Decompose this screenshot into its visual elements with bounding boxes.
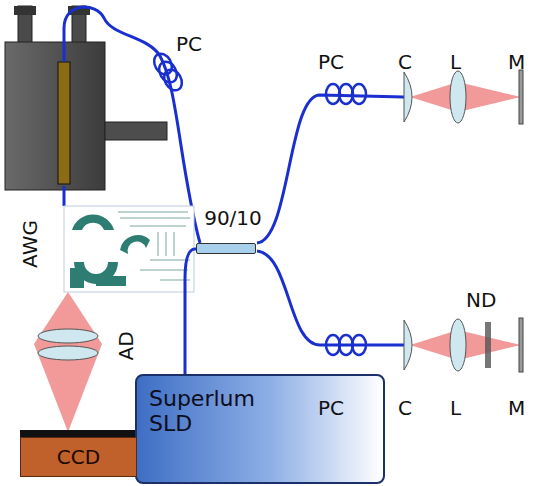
- fiber-connector: [185, 249, 198, 374]
- mount-arm: [105, 122, 167, 140]
- focusing-lens: [450, 71, 466, 123]
- node-text: 90/10: [190, 208, 276, 228]
- knob-cap: [14, 6, 36, 15]
- lens: [38, 346, 98, 360]
- focusing-lens: [450, 319, 466, 371]
- polarization-controller: [151, 50, 186, 93]
- component-label: AD: [116, 331, 136, 360]
- device-label: AWG: [20, 220, 40, 268]
- polarization-controller: [326, 335, 366, 355]
- camera-box: CCD: [20, 437, 137, 477]
- component-label: PC: [318, 398, 344, 418]
- node-text: Superlum SLD: [149, 386, 259, 437]
- camera-window: [20, 430, 137, 437]
- lens: [38, 329, 98, 343]
- node-text: CCD: [57, 445, 100, 469]
- fiber-coupler: 90/10: [190, 208, 276, 258]
- polarization-controller: [326, 84, 366, 104]
- mount-block: [5, 42, 105, 190]
- fiber: [257, 95, 404, 243]
- light-source-box: Superlum SLD: [135, 374, 385, 484]
- component-label: C: [398, 398, 412, 418]
- mirror: [519, 70, 523, 124]
- component-label: PC: [176, 34, 202, 54]
- component-label: C: [398, 52, 412, 72]
- fiber: [63, 186, 66, 206]
- light-beam: [34, 292, 102, 432]
- component-label: L: [450, 398, 461, 418]
- awg-chip: [64, 206, 194, 292]
- mirror: [519, 318, 523, 372]
- component-label: M: [508, 398, 525, 418]
- nd-filter: [485, 322, 491, 368]
- awg-waveguides: [118, 212, 190, 280]
- fiber: [257, 251, 404, 345]
- coupler-body: [196, 243, 256, 254]
- component-label: L: [450, 52, 461, 72]
- collimator-lens: [404, 320, 412, 370]
- component-label: ND: [466, 290, 496, 310]
- component-label: PC: [318, 52, 344, 72]
- fiber-holder: [58, 62, 70, 184]
- component-label: M: [508, 52, 525, 72]
- collimator-lens: [404, 72, 412, 122]
